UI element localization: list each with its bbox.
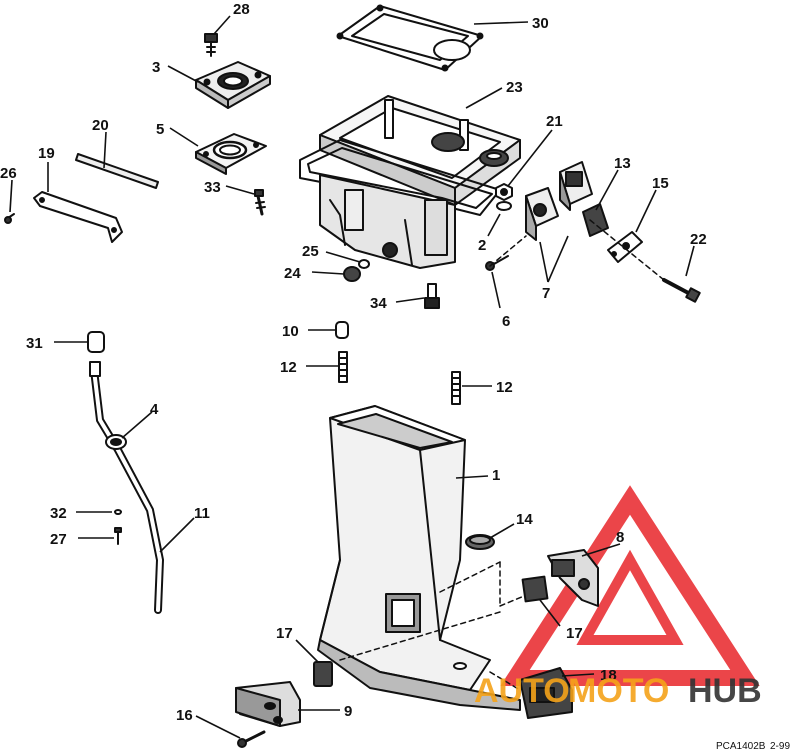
part-21-nut: [495, 183, 513, 201]
part-31-cap: [87, 331, 105, 353]
part-34-fitting: [424, 283, 440, 309]
callout-23: 23: [506, 79, 523, 96]
part-13-mount: [582, 203, 609, 237]
part-12-stud-right: [451, 371, 461, 405]
callout-14: 14: [516, 511, 533, 528]
callout-1: 1: [492, 467, 500, 484]
callout-22: 22: [690, 231, 707, 248]
callout-24: 24: [284, 265, 301, 282]
watermark-inner-triangle-icon: [576, 549, 684, 645]
part-18-mount: [519, 667, 573, 719]
part-1-exhaust-housing: [317, 405, 521, 711]
part-4-grommet: [105, 434, 127, 450]
callout-10: 10: [282, 323, 299, 340]
callout-17-left: 17: [276, 625, 293, 642]
part-27-screw: [114, 527, 122, 545]
callout-32: 32: [50, 505, 67, 522]
watermark-moto: MOTO: [568, 672, 669, 710]
callout-12-right: 12: [496, 379, 513, 396]
callout-labels: 28 30 3 23 20 21 5 19 26 13 15 33 2 22 2…: [0, 1, 707, 724]
callout-8: 8: [616, 529, 624, 546]
part-3-plate: [195, 61, 271, 109]
callout-6: 6: [502, 313, 510, 330]
part-6-screw: [485, 255, 509, 271]
part-10-dowel: [335, 321, 349, 339]
part-20-rod: [75, 153, 159, 189]
callout-17-right: 17: [566, 625, 583, 642]
part-33-screw: [254, 189, 266, 216]
callout-28: 28: [233, 1, 250, 18]
callout-12-left: 12: [280, 359, 297, 376]
watermark-auto: AUTO: [474, 672, 570, 710]
part-17-mount-insert-right: [521, 575, 549, 603]
leader-lines: [9, 15, 695, 739]
callout-33: 33: [204, 179, 221, 196]
callout-25: 25: [302, 243, 319, 260]
callout-27: 27: [50, 531, 67, 548]
callout-19: 19: [38, 145, 55, 162]
part-23-adapter: [299, 95, 521, 269]
part-12-stud-left: [338, 351, 348, 383]
watermark-hub: HUB: [688, 672, 762, 710]
part-19-bracket: [33, 191, 123, 243]
callout-31: 31: [26, 335, 43, 352]
automotohub-logo-text: AUTO MOTO HUB: [474, 672, 762, 710]
part-32-o-ring: [114, 509, 122, 515]
part-14-grommet: [465, 534, 495, 550]
part-16-screw: [237, 730, 266, 748]
part-24-plug: [343, 266, 361, 282]
callout-20: 20: [92, 117, 109, 134]
callout-15: 15: [652, 175, 669, 192]
callout-3: 3: [152, 59, 160, 76]
callout-7: 7: [542, 285, 550, 302]
part-11-water-tube: [89, 361, 164, 614]
figure-code: PCA1402B: [716, 741, 766, 752]
callout-21: 21: [546, 113, 563, 130]
part-15-plate: [607, 231, 643, 263]
part-8-mount: [547, 549, 599, 607]
assembly-guides: [339, 219, 665, 691]
part-2-washer: [496, 201, 512, 211]
callout-9: 9: [344, 703, 352, 720]
callout-16: 16: [176, 707, 193, 724]
callout-2: 2: [478, 237, 486, 254]
callout-4: 4: [150, 401, 159, 418]
part-5-gasket: [195, 133, 267, 175]
callout-34: 34: [370, 295, 387, 312]
figure-revision: 2-99: [770, 741, 790, 752]
automotohub-watermark: [500, 485, 760, 686]
callout-11: 11: [194, 505, 210, 522]
part-26-screw: [4, 213, 15, 224]
part-28-screw: [204, 33, 218, 57]
callout-30: 30: [532, 15, 549, 32]
part-17-mount-insert-left: [313, 661, 333, 687]
callout-26: 26: [0, 165, 17, 182]
callout-18: 18: [600, 667, 617, 684]
part-9-clamp: [235, 681, 301, 727]
part-25-plug: [358, 259, 370, 269]
callout-5: 5: [156, 121, 164, 138]
part-30-gasket: [336, 4, 484, 72]
part-22-bolt: [662, 278, 701, 303]
part-7-mount: [525, 161, 593, 241]
watermark-triangle-icon: [500, 485, 760, 686]
callout-13: 13: [614, 155, 631, 172]
